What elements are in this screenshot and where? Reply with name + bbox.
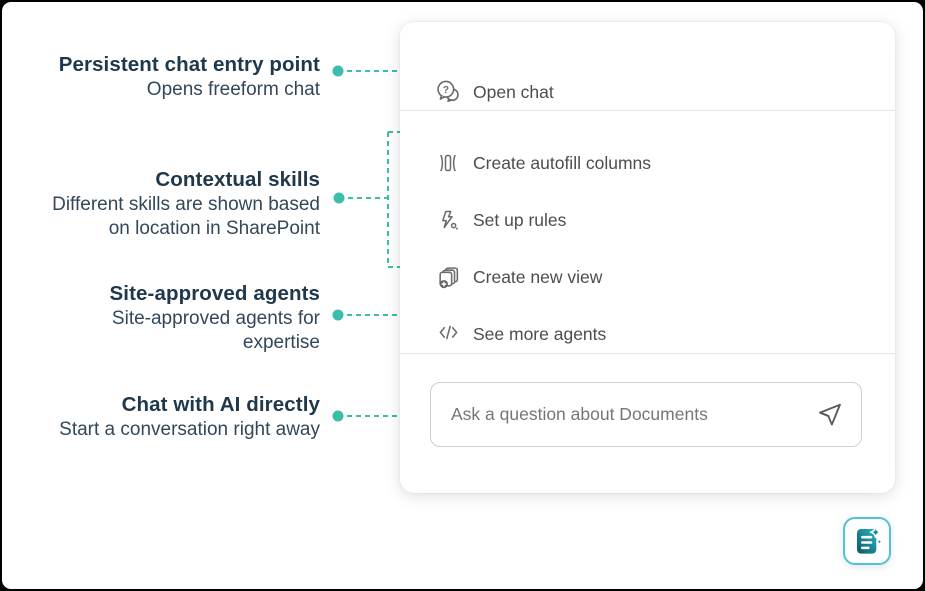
annotation-title: Site-approved agents <box>109 282 320 305</box>
new-view-stack-icon <box>435 264 461 290</box>
annotation-subtitle: Different skills are shown based <box>52 194 320 215</box>
menu-item-create-new-view[interactable]: Create new view <box>435 261 602 293</box>
send-icon <box>819 403 841 425</box>
menu-item-open-chat[interactable]: ? Open chat <box>435 76 554 108</box>
menu-divider <box>400 110 895 111</box>
annotation-subtitle: Site-approved agents for <box>111 308 320 329</box>
menu-item-label: Create new view <box>473 266 603 287</box>
annotation-chat-with-ai: Chat with AI directly Start a conversati… <box>2 391 320 442</box>
agents-code-icon <box>435 321 461 347</box>
menu-item-label: Open chat <box>473 81 554 102</box>
copilot-document-sparkle-icon <box>857 526 883 554</box>
menu-item-set-up-rules[interactable]: Set up rules <box>435 204 566 236</box>
ask-question-input[interactable] <box>449 403 815 426</box>
rules-flash-icon <box>435 207 461 233</box>
connector-dot <box>333 192 345 204</box>
svg-text:?: ? <box>443 85 449 96</box>
menu-item-see-more-agents[interactable]: See more agents <box>435 318 606 350</box>
menu-item-label: See more agents <box>473 323 607 344</box>
annotation-subtitle: Opens freeform chat <box>146 79 320 100</box>
annotation-persistent-chat: Persistent chat entry point Opens freefo… <box>2 51 320 102</box>
annotation-contextual-skills: Contextual skills Different skills are s… <box>2 166 320 241</box>
annotation-subtitle: Start a conversation right away <box>59 419 320 440</box>
annotation-subtitle: on location in SharePoint <box>108 218 320 239</box>
connector-dot <box>332 410 344 422</box>
annotation-title: Chat with AI directly <box>121 393 320 416</box>
annotation-title: Contextual skills <box>155 168 320 191</box>
ask-question-box <box>430 382 862 447</box>
menu-item-label: Create autofill columns <box>473 152 651 173</box>
annotation-subtitle: expertise <box>242 332 320 353</box>
autofill-columns-icon <box>435 150 461 176</box>
menu-item-label: Set up rules <box>473 209 567 230</box>
connector-dot <box>332 65 344 77</box>
send-button[interactable] <box>815 400 845 430</box>
copilot-menu-panel: ? Open chat Create autofill columns <box>400 22 895 493</box>
annotation-title: Persistent chat entry point <box>58 53 320 76</box>
connector-dot <box>332 309 344 321</box>
chat-question-icon: ? <box>435 79 461 105</box>
copilot-launcher-button[interactable] <box>843 517 891 565</box>
menu-item-create-autofill-columns[interactable]: Create autofill columns <box>435 147 651 179</box>
annotation-site-approved-agents: Site-approved agents Site-approved agent… <box>2 280 320 355</box>
menu-divider <box>400 353 895 354</box>
